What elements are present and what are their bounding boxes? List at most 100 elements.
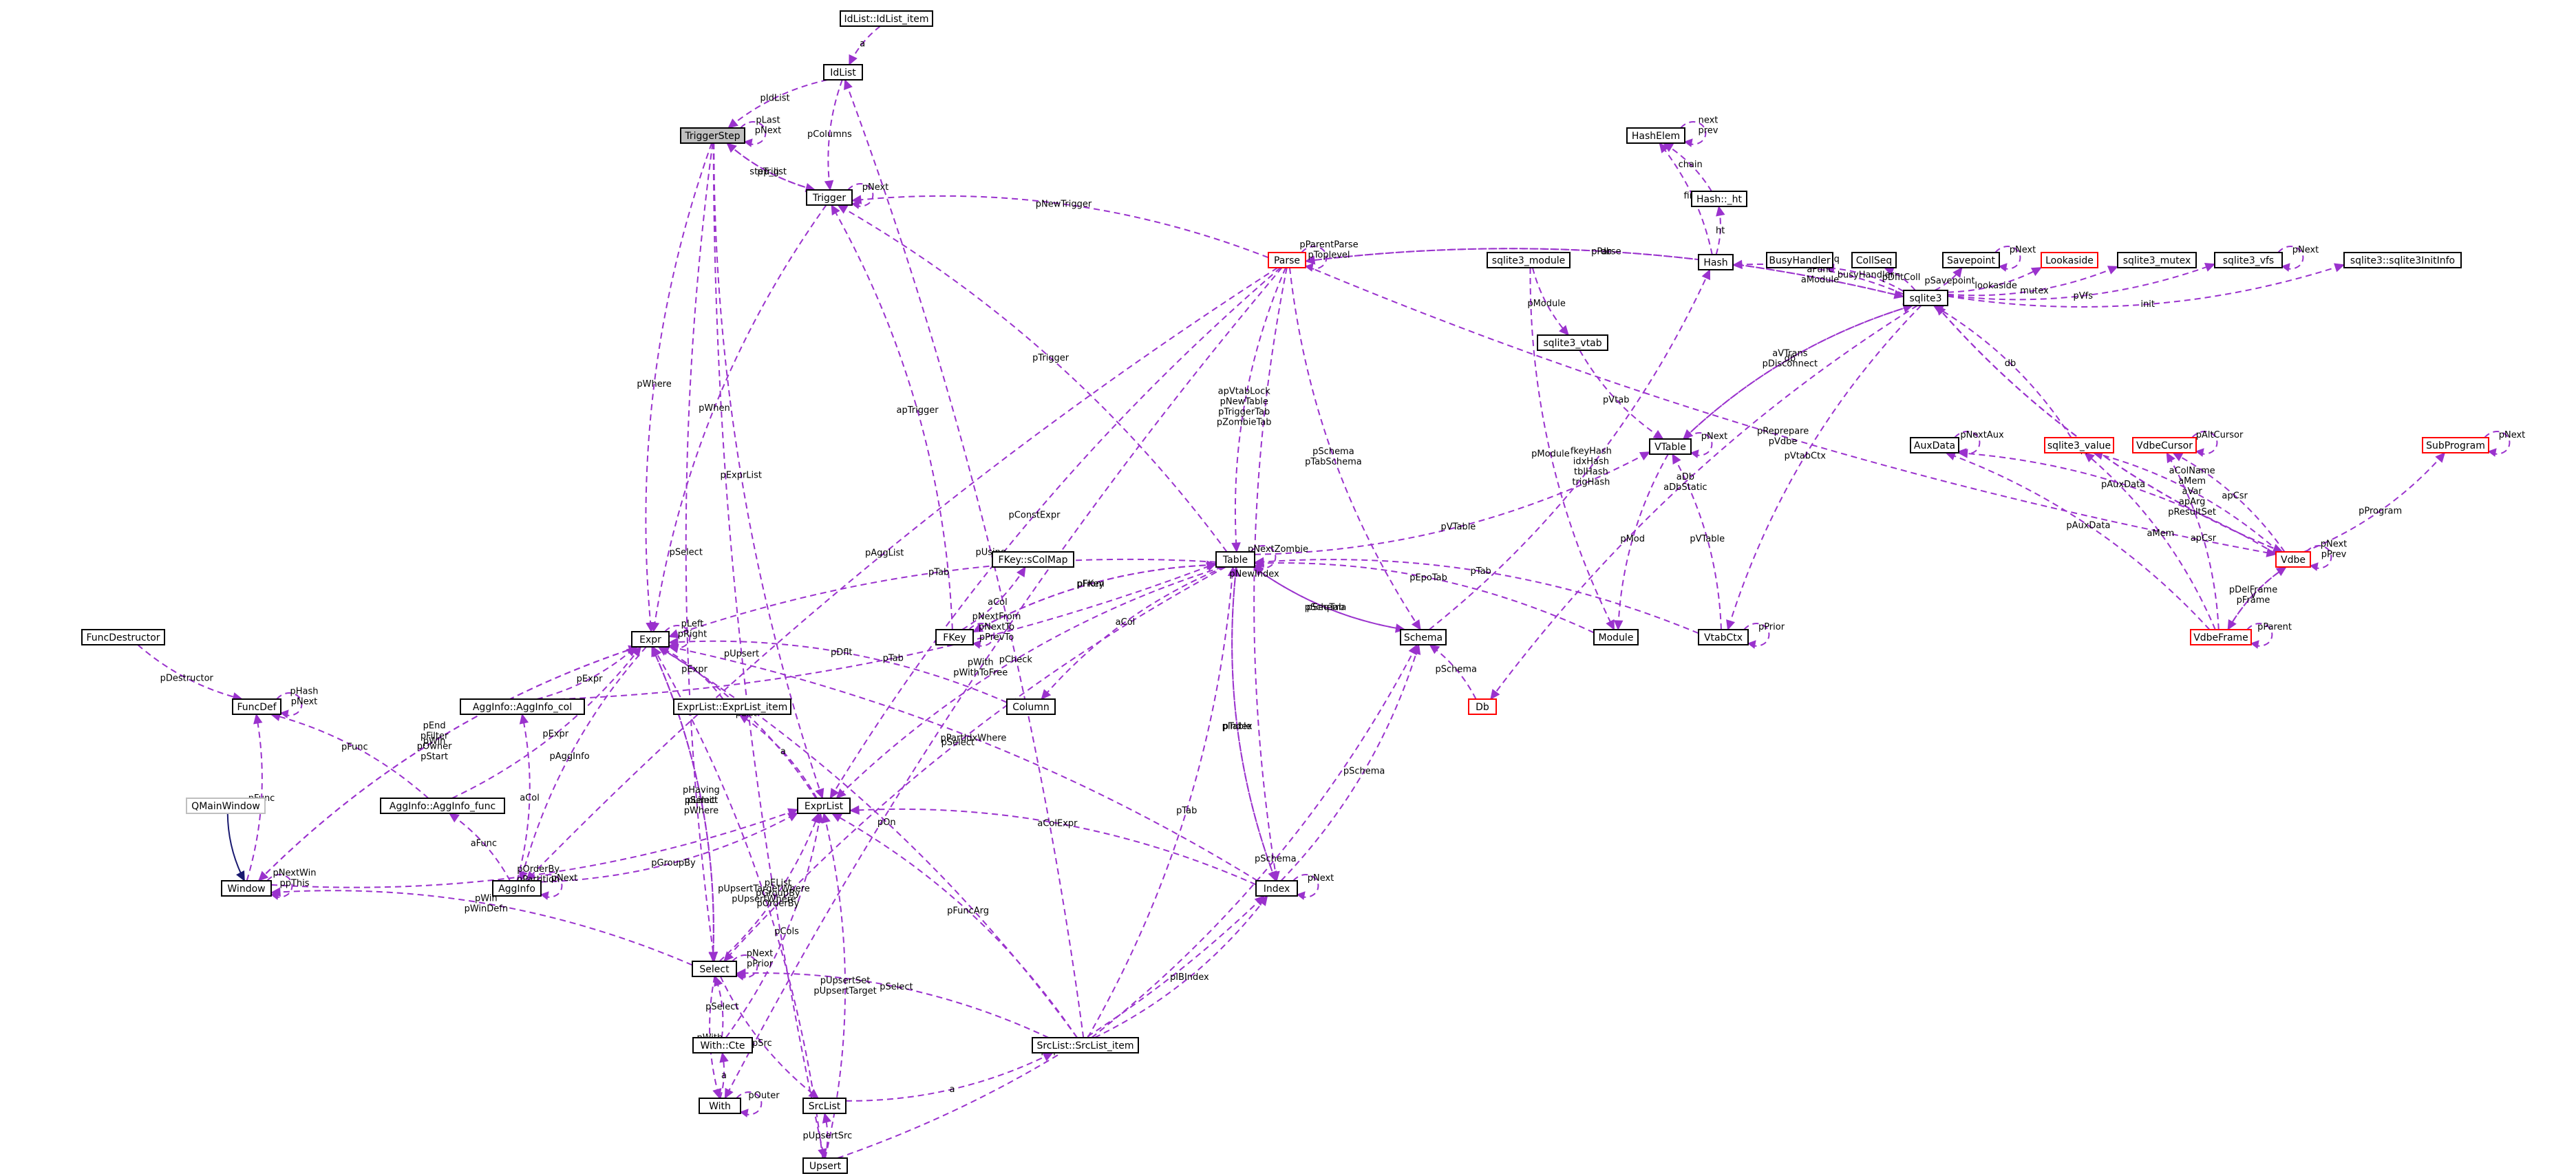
node-module[interactable]: Module xyxy=(1593,629,1639,645)
edge-table-to-trigger xyxy=(837,204,1228,553)
node-init-info-box xyxy=(2343,252,2462,268)
node-upsert[interactable]: Upsert xyxy=(802,1157,848,1174)
node-parse[interactable]: Parse xyxy=(1268,252,1306,268)
node-expr-list[interactable]: ExprList xyxy=(797,798,851,814)
node-sqlite3-label: sqlite3 xyxy=(1910,293,1942,304)
edge-fkey-to-fkey-col-map xyxy=(961,566,1026,630)
node-with[interactable]: With xyxy=(699,1098,741,1114)
edge-vdbe-frame-to-vdbe-frame-label: pParent xyxy=(2257,622,2292,632)
edge-parse-to-schema xyxy=(1288,267,1421,630)
node-schema[interactable]: Schema xyxy=(1400,629,1447,645)
edge-sqlite3-vfs-to-sqlite3-vfs-label: pNext xyxy=(2292,245,2319,255)
edge-vdbe-cursor-to-vdbe-cursor-label: pAltCursor xyxy=(2196,430,2244,440)
edge-vdbe-to-sub-program-label: pProgram xyxy=(2359,506,2402,516)
node-src-list[interactable]: SrcList xyxy=(802,1098,847,1114)
node-vtable-label: VTable xyxy=(1654,442,1686,453)
node-src-list-label: SrcList xyxy=(809,1101,841,1112)
node-savepoint[interactable]: Savepoint xyxy=(1942,252,2000,268)
edge-func-def-to-func-def xyxy=(276,692,303,718)
node-id-list[interactable]: IdList xyxy=(823,64,863,81)
node-sqlite3-vtab[interactable]: sqlite3_vtab xyxy=(1537,334,1608,351)
node-init-info[interactable]: sqlite3::sqlite3InitInfo xyxy=(2343,252,2462,268)
node-trigger-step[interactable]: TriggerStep xyxy=(680,127,745,144)
node-aux-data[interactable]: AuxData xyxy=(1910,437,1959,453)
node-column[interactable]: Column xyxy=(1006,698,1056,715)
edge-vdbe-to-vdbe-cursor-line xyxy=(2172,452,2286,553)
node-vtab-ctx[interactable]: VtabCtx xyxy=(1698,629,1749,645)
node-column-label: Column xyxy=(1012,702,1050,713)
node-agg-info[interactable]: AggInfo xyxy=(492,880,542,897)
edge-vdbe-to-sub-program-arrowhead xyxy=(2435,452,2446,463)
node-select[interactable]: Select xyxy=(692,961,737,977)
node-func-destructor[interactable]: FuncDestructor xyxy=(81,629,165,645)
edge-vdbe-to-sqlite3-value-line xyxy=(2093,452,2280,553)
edge-sqlite3-to-busy-handler-line xyxy=(1824,267,1904,292)
edge-vtab-ctx-to-vtable-arrowhead xyxy=(1672,453,1681,465)
node-agg-info-col[interactable]: AggInfo::AggInfo_col xyxy=(460,698,585,715)
edge-sqlite3-to-lookaside xyxy=(1947,266,2043,293)
node-sqlite3-mutex[interactable]: sqlite3_mutex xyxy=(2117,252,2197,268)
node-table[interactable]: Table xyxy=(1215,551,1255,568)
node-vdbe-cursor[interactable]: VdbeCursor xyxy=(2132,437,2197,453)
edge-trigger-step-to-expr-list xyxy=(713,142,824,800)
node-with-cte[interactable]: With::Cte xyxy=(692,1037,753,1054)
node-sqlite3-module-box xyxy=(1487,252,1571,268)
edge-upsert-to-src-list-arrowhead xyxy=(822,1112,832,1124)
node-db[interactable]: Db xyxy=(1468,698,1497,715)
edge-sub-program-to-sub-program-arrowhead xyxy=(2487,448,2497,457)
node-qmain-window[interactable]: QMainWindow xyxy=(186,798,266,814)
node-vdbe-frame[interactable]: VdbeFrame xyxy=(2190,629,2252,645)
node-sub-program[interactable]: SubProgram xyxy=(2422,437,2489,453)
node-id-list-item[interactable]: IdList::IdList_item xyxy=(840,10,933,27)
node-expr-list-item[interactable]: ExprList::ExprList_item xyxy=(673,698,791,715)
edge-hash-to-hash-elem-arrowhead xyxy=(1659,142,1669,153)
node-lookaside-box xyxy=(2041,252,2098,268)
node-index[interactable]: Index xyxy=(1255,880,1298,897)
node-src-list-item[interactable]: SrcList::SrcList_item xyxy=(1032,1037,1139,1054)
node-lookaside[interactable]: Lookaside xyxy=(2041,252,2098,268)
edge-sqlite3-value-to-sqlite3-line xyxy=(1933,305,2072,438)
node-fkey-col-map[interactable]: FKey::sColMap xyxy=(992,551,1074,568)
node-hash-elem[interactable]: HashElem xyxy=(1626,127,1685,144)
node-hash-ht[interactable]: Hash::_ht xyxy=(1691,191,1747,207)
node-sqlite3-mutex-box xyxy=(2117,252,2197,268)
edge-with-cte-to-select-label: pSelect xyxy=(705,1002,738,1012)
edge-vtab-ctx-to-vtab-ctx-arrowhead xyxy=(1747,640,1756,649)
edge-vtab-ctx-to-table xyxy=(1253,557,1699,634)
node-sqlite3[interactable]: sqlite3 xyxy=(1903,290,1948,306)
edge-agg-info-col-to-table-label: pTab xyxy=(883,654,904,664)
edge-src-list-item-to-schema-arrowhead xyxy=(1408,643,1418,656)
node-vtable[interactable]: VTable xyxy=(1649,438,1692,455)
node-hash[interactable]: Hash xyxy=(1698,254,1734,270)
edge-table-to-expr-list-line xyxy=(835,566,1223,799)
edge-parse-to-expr-list-arrowhead xyxy=(829,787,840,800)
edge-vdbe-to-sqlite3-line xyxy=(1935,305,2283,553)
edge-table-to-column-arrowhead xyxy=(1041,689,1052,700)
node-trigger[interactable]: Trigger xyxy=(806,189,853,206)
node-agg-info-func[interactable]: AggInfo::AggInfo_func xyxy=(380,798,505,814)
edge-with-to-with-arrowhead xyxy=(739,1109,749,1118)
node-vdbe[interactable]: Vdbe xyxy=(2275,551,2311,568)
edge-src-list-item-to-table xyxy=(1087,566,1237,1038)
node-sqlite3-value[interactable]: sqlite3_value xyxy=(2044,437,2114,453)
node-window[interactable]: Window xyxy=(221,880,272,897)
node-vdbe-frame-label: VdbeFrame xyxy=(2193,632,2248,643)
node-func-def[interactable]: FuncDef xyxy=(232,698,281,715)
node-busy-handler[interactable]: BusyHandler xyxy=(1766,252,1833,268)
edge-table-to-expr-list-label: pCheck xyxy=(999,654,1033,665)
node-fkey[interactable]: FKey xyxy=(935,629,974,645)
edge-sqlite3-to-init-info-arrowhead xyxy=(2334,263,2345,272)
node-sqlite3-module[interactable]: sqlite3_module xyxy=(1487,252,1571,268)
edge-select-to-window-arrowhead xyxy=(270,887,281,897)
node-expr[interactable]: Expr xyxy=(631,631,670,648)
edge-parse-to-sqlite3-line xyxy=(1305,248,1904,298)
node-sqlite3-vfs[interactable]: sqlite3_vfs xyxy=(2214,252,2283,268)
edge-parse-to-with-line xyxy=(724,267,1283,1099)
edge-trigger-to-trigger-step-arrowhead xyxy=(726,142,737,153)
node-src-list-box xyxy=(802,1098,847,1114)
node-coll-seq[interactable]: CollSeq xyxy=(1851,252,1897,268)
